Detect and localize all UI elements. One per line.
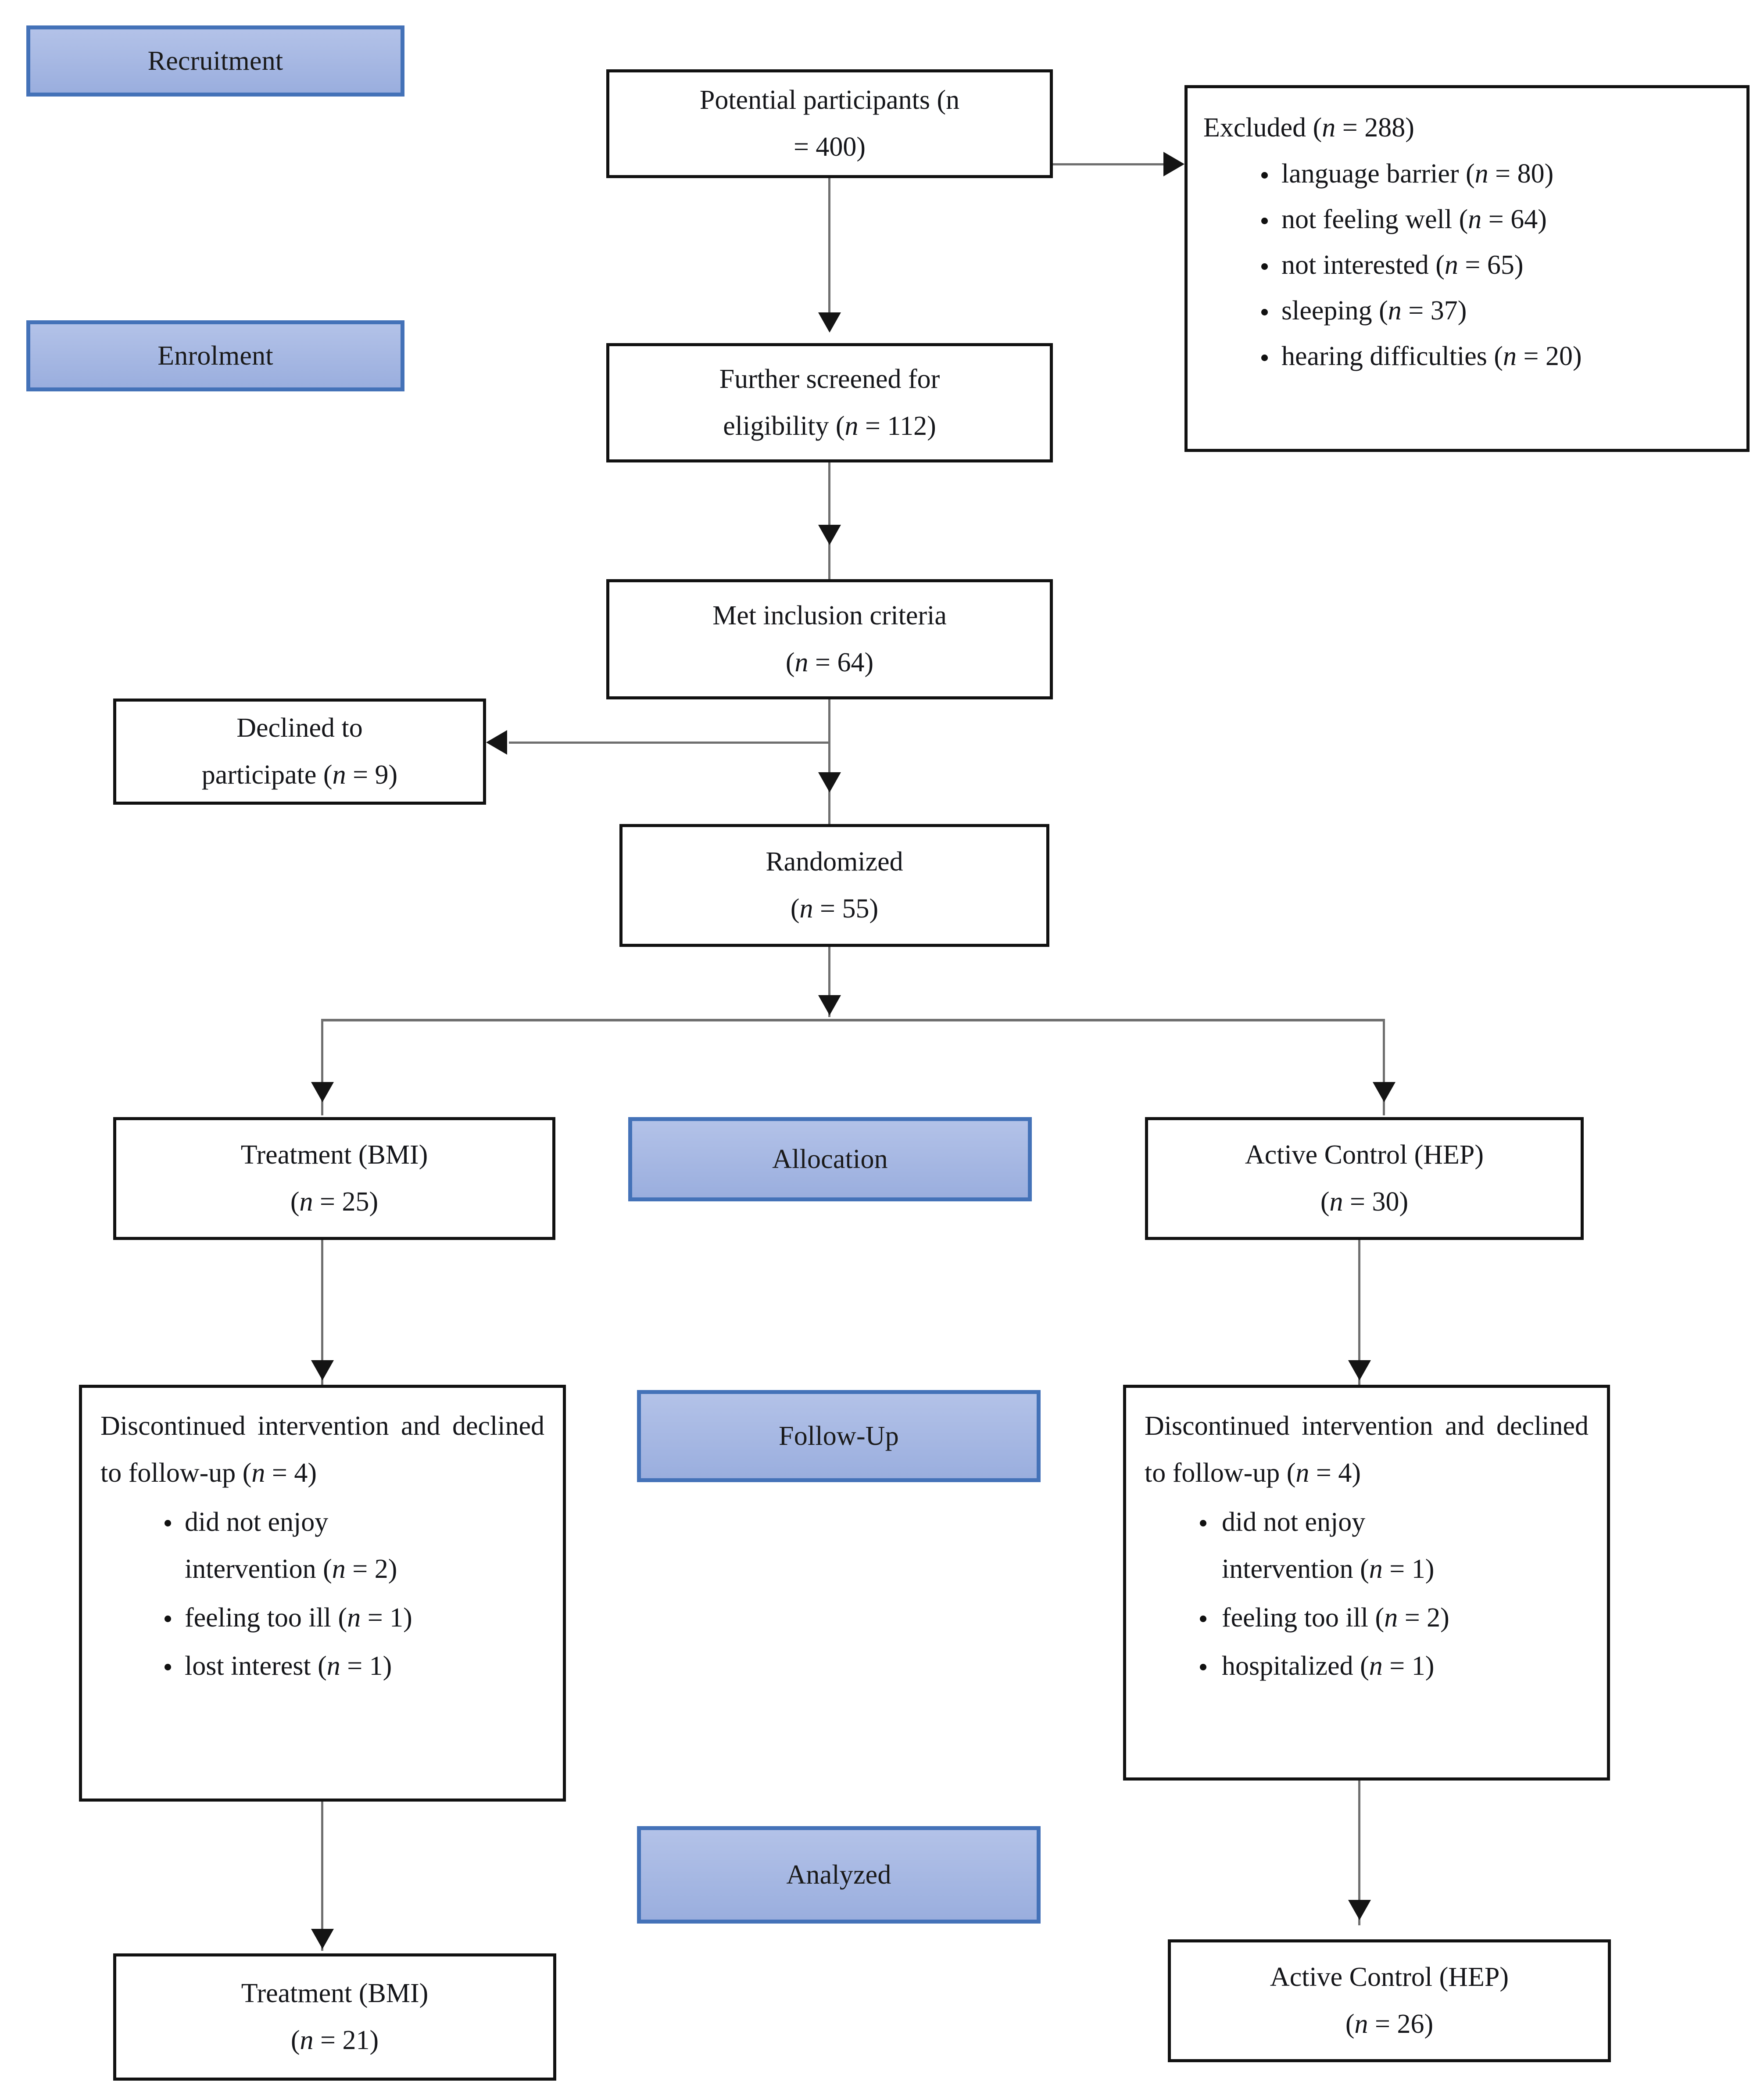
declined-line2: participate (n = 9) xyxy=(201,760,398,790)
excluded-reason-list: language barrier (n = 80) not feeling we… xyxy=(1188,154,1746,376)
box-potential-participants: Potential participants (n = 400) xyxy=(606,69,1053,178)
met-inclusion-line1: Met inclusion criteria xyxy=(712,601,947,631)
connector-followup-treatment-to-analyzed xyxy=(321,1802,323,1951)
followup-reason-item: lost interest (n = 1) xyxy=(162,1643,558,1690)
analyzed-control-line2: (n = 26) xyxy=(1345,2009,1434,2039)
stage-label-allocation-text: Allocation xyxy=(772,1144,888,1174)
followup-control-paragraph: Discontinued intervention and declined t… xyxy=(1145,1411,1589,1488)
stage-label-followup-text: Follow-Up xyxy=(779,1421,899,1451)
followup-reason-item: did not enjoy intervention (n = 1) xyxy=(1197,1499,1602,1592)
stage-label-followup: Follow-Up xyxy=(637,1390,1041,1482)
followup-reason-item: hospitalized (n = 1) xyxy=(1197,1643,1602,1690)
box-randomized: Randomized (n = 55) xyxy=(619,824,1049,947)
stage-label-enrolment: Enrolment xyxy=(26,320,404,391)
connector-randomized-stem xyxy=(828,947,830,1017)
box-followup-control: Discontinued intervention and declined t… xyxy=(1123,1385,1610,1781)
allocation-control-line1: Active Control (HEP) xyxy=(1245,1140,1484,1170)
arrow-met-to-declined xyxy=(486,730,507,755)
followup-control-reason-list: did not enjoy intervention (n = 1) feeli… xyxy=(1131,1499,1602,1690)
box-allocation-treatment: Treatment (BMI) (n = 25) xyxy=(113,1117,555,1240)
connector-potential-to-screened xyxy=(828,178,830,314)
connector-branch-right xyxy=(1383,1019,1385,1115)
stage-label-enrolment-text: Enrolment xyxy=(157,340,273,371)
excluded-reason-item: not interested (n = 65) xyxy=(1258,246,1746,284)
connector-alloc-control-to-followup xyxy=(1358,1240,1360,1385)
potential-participants-line1: Potential participants (n xyxy=(699,85,960,115)
arrow-followup-treatment-to-analyzed xyxy=(311,1929,334,1949)
connector-met-to-randomized xyxy=(828,699,830,827)
arrow-followup-control-to-analyzed xyxy=(1348,1900,1371,1920)
stage-label-analyzed-text: Analyzed xyxy=(786,1860,891,1890)
box-met-inclusion: Met inclusion criteria (n = 64) xyxy=(606,579,1053,699)
stage-label-allocation: Allocation xyxy=(628,1117,1032,1201)
arrow-alloc-control-to-followup xyxy=(1348,1360,1371,1380)
further-screened-line1: Further screened for xyxy=(719,364,940,394)
box-allocation-control: Active Control (HEP) (n = 30) xyxy=(1145,1117,1584,1240)
connector-allocation-split-bar xyxy=(321,1019,1385,1021)
excluded-heading: Excluded (n = 288) xyxy=(1203,113,1414,143)
box-followup-treatment: Discontinued intervention and declined t… xyxy=(79,1385,566,1802)
excluded-reason-item: sleeping (n = 37) xyxy=(1258,291,1746,330)
excluded-n-symbol: n xyxy=(1322,113,1336,143)
box-analyzed-treatment: Treatment (BMI) (n = 21) xyxy=(113,1953,556,2081)
potential-participants-line2: = 400) xyxy=(793,132,866,162)
arrow-branch-left xyxy=(311,1082,334,1102)
excluded-reason-item: not feeling well (n = 64) xyxy=(1258,200,1746,239)
excluded-reason-item: language barrier (n = 80) xyxy=(1258,154,1746,193)
connector-followup-control-to-analyzed xyxy=(1358,1781,1360,1925)
stage-label-analyzed: Analyzed xyxy=(637,1826,1041,1924)
stage-label-recruitment: Recruitment xyxy=(26,25,404,97)
arrow-potential-to-excluded xyxy=(1163,152,1184,176)
allocation-treatment-line2: (n = 25) xyxy=(290,1187,379,1217)
connector-alloc-treatment-to-followup xyxy=(321,1240,323,1385)
declined-line1: Declined to xyxy=(236,713,363,743)
allocation-treatment-line1: Treatment (BMI) xyxy=(240,1140,428,1170)
followup-reason-item: feeling too ill (n = 2) xyxy=(1197,1594,1602,1641)
box-further-screened: Further screened for eligibility (n = 11… xyxy=(606,343,1053,462)
analyzed-treatment-line2: (n = 21) xyxy=(290,2025,379,2055)
allocation-control-line2: (n = 30) xyxy=(1320,1187,1409,1217)
arrow-alloc-treatment-to-followup xyxy=(311,1360,334,1380)
arrow-randomized-stem xyxy=(818,995,841,1015)
connector-branch-left xyxy=(321,1019,323,1115)
analyzed-treatment-line1: Treatment (BMI) xyxy=(241,1978,429,2009)
further-screened-line2: eligibility (n = 112) xyxy=(723,411,936,441)
stage-label-recruitment-text: Recruitment xyxy=(147,46,283,76)
connector-met-to-declined xyxy=(509,742,828,744)
connector-potential-to-excluded xyxy=(1053,163,1166,165)
followup-treatment-reason-list: did not enjoy intervention (n = 2) feeli… xyxy=(87,1499,558,1690)
arrow-potential-to-screened xyxy=(818,312,841,333)
box-analyzed-control: Active Control (HEP) (n = 26) xyxy=(1168,1939,1611,2062)
box-declined-to-participate: Declined to participate (n = 9) xyxy=(113,699,486,805)
followup-reason-item: did not enjoy intervention (n = 2) xyxy=(162,1499,558,1592)
arrow-branch-right xyxy=(1373,1082,1395,1102)
met-inclusion-line2: (n = 64) xyxy=(785,648,874,677)
followup-treatment-paragraph: Discontinued intervention and declined t… xyxy=(100,1411,544,1488)
arrow-screened-to-met xyxy=(818,525,841,545)
arrow-met-to-randomized xyxy=(818,772,841,792)
followup-reason-item: feeling too ill (n = 1) xyxy=(162,1594,558,1641)
analyzed-control-line1: Active Control (HEP) xyxy=(1270,1962,1509,1992)
box-excluded: Excluded (n = 288) language barrier (n =… xyxy=(1184,85,1750,452)
randomized-line2: (n = 55) xyxy=(790,894,879,924)
randomized-line1: Randomized xyxy=(766,847,903,877)
excluded-reason-item: hearing difficulties (n = 20) xyxy=(1258,337,1746,376)
